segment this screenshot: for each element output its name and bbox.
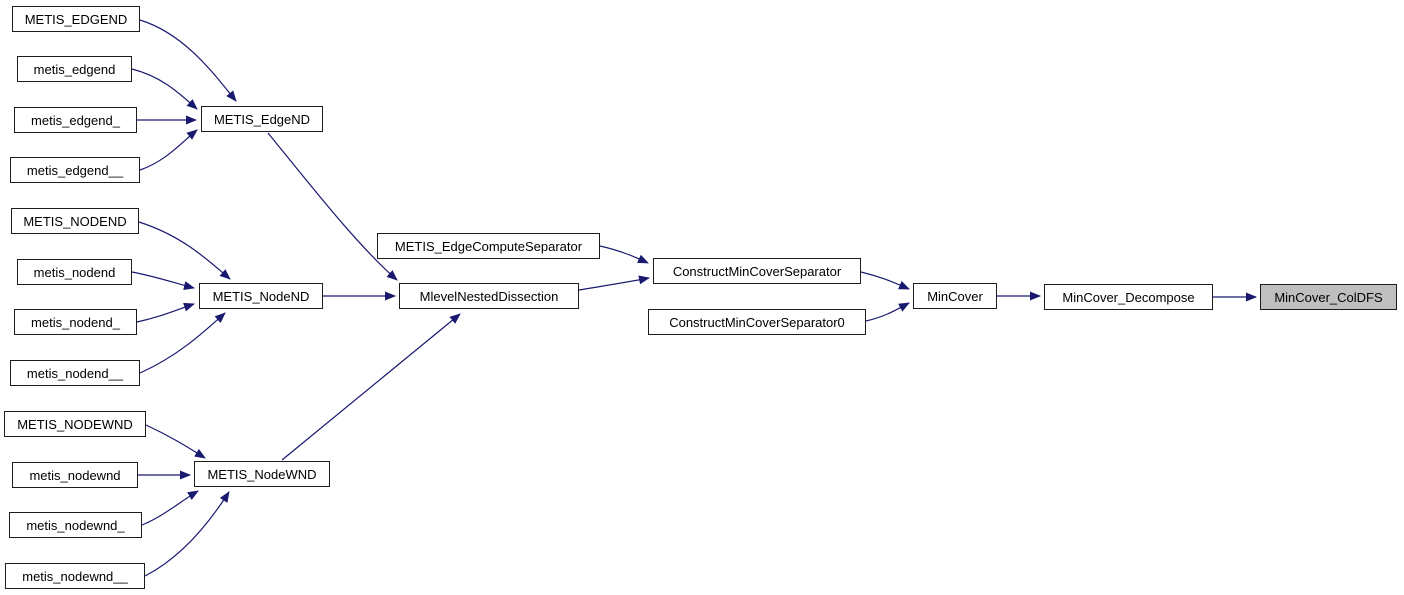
node-metis-edgend-caps[interactable]: METIS_EDGEND xyxy=(12,6,140,32)
node-metis-nodewnd-dunderscore[interactable]: metis_nodewnd__ xyxy=(5,563,145,589)
node-metis-nodewnd-caps[interactable]: METIS_NODEWND xyxy=(4,411,146,437)
node-metis-edgend-underscore[interactable]: metis_edgend_ xyxy=(14,107,137,133)
edge-construct0-to-mincover xyxy=(865,302,910,322)
node-metis-nodewnd-mixed[interactable]: METIS_NodeWND xyxy=(194,461,330,487)
node-min-cover[interactable]: MinCover xyxy=(913,283,997,309)
node-min-cover-coldfs: MinCover_ColDFS xyxy=(1260,284,1397,310)
node-metis-nodend-mixed[interactable]: METIS_NodeND xyxy=(199,283,323,309)
node-construct-min-cover-separator[interactable]: ConstructMinCoverSeparator xyxy=(653,258,861,284)
node-min-cover-decompose[interactable]: MinCover_Decompose xyxy=(1044,284,1213,310)
edge-construct-to-mincover xyxy=(860,271,910,290)
node-metis-edgend-dunderscore[interactable]: metis_edgend__ xyxy=(10,157,140,183)
edge-metis-edgend-caps-to-edgend xyxy=(139,19,237,102)
edge-metis-nodewnd-u1-to-nodewnd xyxy=(141,490,199,526)
edge-metis-nodend-u2-to-nodend xyxy=(139,312,226,374)
node-metis-edgend-mixed[interactable]: METIS_EdgeND xyxy=(201,106,323,132)
edge-metis-nodend-caps-to-nodend xyxy=(138,221,231,280)
node-metis-edgend[interactable]: metis_edgend xyxy=(17,56,132,82)
node-metis-nodewnd-underscore[interactable]: metis_nodewnd_ xyxy=(9,512,142,538)
node-metis-nodend-caps[interactable]: METIS_NODEND xyxy=(11,208,139,234)
edge-metis-edgend-u2-to-edgend xyxy=(139,129,198,171)
edge-mlevel-to-construct xyxy=(578,275,650,291)
node-metis-nodewnd[interactable]: metis_nodewnd xyxy=(12,462,138,488)
node-metis-edge-compute-separator[interactable]: METIS_EdgeComputeSeparator xyxy=(377,233,600,259)
node-metis-nodend-underscore[interactable]: metis_nodend_ xyxy=(14,309,137,335)
node-metis-nodend-dunderscore[interactable]: metis_nodend__ xyxy=(10,360,140,386)
edge-metis-nodend-u1-to-nodend xyxy=(136,302,195,323)
node-metis-nodend[interactable]: metis_nodend xyxy=(17,259,132,285)
edge-metis-nodewnd-caps-to-nodewnd xyxy=(145,424,206,459)
edge-metis-edgend-to-edgend xyxy=(131,68,198,110)
node-mlevel-nested-dissection[interactable]: MlevelNestedDissection xyxy=(399,283,579,309)
edge-nodewnd-to-mlevel xyxy=(281,313,461,461)
edge-edgend-to-mlevel xyxy=(267,132,398,281)
edge-metis-nodend-to-nodend xyxy=(131,271,195,290)
node-construct-min-cover-separator0[interactable]: ConstructMinCoverSeparator0 xyxy=(648,309,866,335)
edge-edgecomputesep-to-construct xyxy=(599,245,649,264)
edge-metis-nodewnd-u2-to-nodewnd xyxy=(144,491,230,577)
